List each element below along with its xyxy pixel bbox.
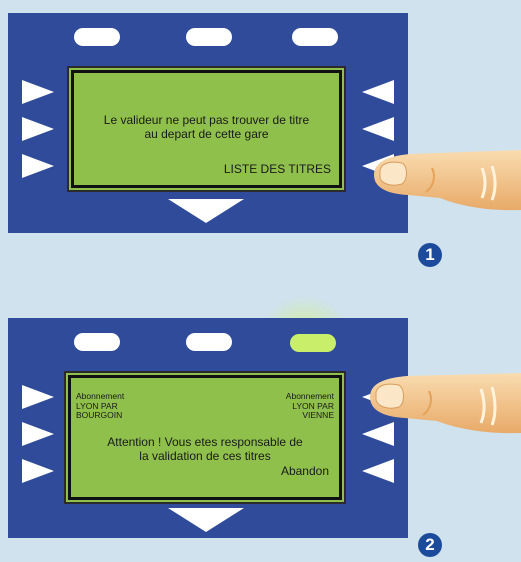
step-badge-2: 2 [418,533,442,557]
option-vienne[interactable]: Abonnement LYON PAR VIENNE [286,392,334,421]
warning-line-1: Attention ! Vous etes responsable de [71,435,339,449]
right-key-2[interactable] [362,117,394,141]
warning-line-2: la validation de ces titres [71,449,339,463]
top-key-middle[interactable] [186,333,232,351]
left-key-3[interactable] [22,459,54,483]
screen-message-line-2: au depart de cette gare [74,127,339,141]
top-key-left[interactable] [74,333,120,351]
right-key-1[interactable] [362,80,394,104]
down-arrow-key[interactable] [168,508,244,532]
screen-message-line-1: Le valideur ne peut pas trouver de titre [74,113,339,127]
lcd-screen: Abonnement LYON PAR BOURGOIN Abonnement … [68,375,342,500]
top-key-middle[interactable] [186,28,232,46]
option-vienne-line-3: VIENNE [286,411,334,421]
top-key-right-highlighted[interactable] [290,334,336,352]
top-key-right[interactable] [292,28,338,46]
left-key-2[interactable] [22,117,54,141]
left-key-1[interactable] [22,80,54,104]
top-key-left[interactable] [74,28,120,46]
lcd-screen: Le valideur ne peut pas trouver de titre… [71,70,342,188]
list-titles-option[interactable]: LISTE DES TITRES [224,162,331,176]
pointing-finger-icon [370,148,521,212]
pointing-finger-icon [365,371,521,435]
step-badge-1: 1 [418,243,442,267]
left-key-3[interactable] [22,154,54,178]
left-key-1[interactable] [22,385,54,409]
option-bourgoin[interactable]: Abonnement LYON PAR BOURGOIN [76,392,124,421]
down-arrow-key[interactable] [168,199,244,223]
abandon-option[interactable]: Abandon [281,464,329,478]
validator-terminal-2: Abonnement LYON PAR BOURGOIN Abonnement … [8,318,408,538]
right-key-3[interactable] [362,459,394,483]
validator-terminal-1: Le valideur ne peut pas trouver de titre… [8,13,408,233]
option-bourgoin-line-3: BOURGOIN [76,411,124,421]
left-key-2[interactable] [22,422,54,446]
